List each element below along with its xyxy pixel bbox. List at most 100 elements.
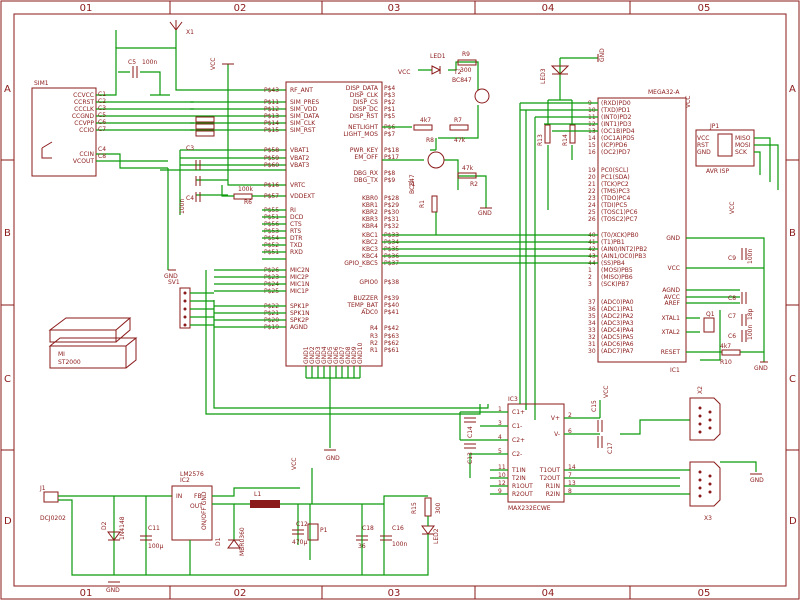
gsm-pin-name: DISP_DC — [352, 106, 378, 113]
mcu-pin-name: (ADC2)PA2 — [601, 313, 634, 320]
max232-pin-name: R2IN — [546, 491, 560, 498]
mcu-pin-number: 2 — [588, 274, 592, 281]
vbat-caps: C3 C4 100n — [179, 145, 286, 215]
max232-pin-number: 5 — [498, 448, 502, 455]
col-label: 03 — [388, 3, 401, 14]
max232-pin-number: 8 — [568, 488, 572, 495]
svg-text:ST2000: ST2000 — [58, 359, 81, 366]
mcu-pin-name: (T1)PB1 — [601, 239, 625, 246]
svg-text:100n: 100n — [747, 249, 754, 264]
capacitor-c5: C5 100n — [128, 59, 157, 78]
svg-text:T2: T2 — [453, 69, 462, 76]
svg-text:B: B — [4, 228, 11, 239]
svg-text:VCC: VCC — [729, 202, 736, 214]
gsm-pin-name: SPK1P — [290, 303, 309, 310]
resistor-array-r4-r5 — [195, 116, 215, 137]
gsm-pin-number: P$14 — [264, 120, 279, 127]
svg-text:18p: 18p — [747, 308, 754, 320]
svg-text:B: B — [789, 228, 796, 239]
mcu-pin-number: 14 — [588, 135, 596, 142]
gsm-pin-name: DISP_CS — [353, 99, 378, 106]
svg-text:X1: X1 — [186, 29, 194, 36]
svg-text:GND: GND — [326, 455, 340, 462]
mcu-pin-number: 34 — [588, 320, 596, 327]
mcu-pin-name: (ADC7)PA7 — [601, 348, 634, 355]
max232-pin-number: 7 — [568, 472, 572, 479]
svg-text:SV1: SV1 — [168, 279, 180, 286]
svg-text:D: D — [4, 516, 12, 527]
svg-text:GND: GND — [599, 48, 606, 62]
svg-text:IC3: IC3 — [508, 396, 518, 403]
gsm-pin-name: R4 — [370, 325, 378, 332]
svg-text:4k7: 4k7 — [420, 117, 431, 124]
svg-text:47k: 47k — [462, 165, 474, 172]
svg-text:GND: GND — [697, 149, 711, 156]
gsm-gnd-pin: GND10 — [357, 342, 364, 364]
gsm-pin-name: SIM_PRES — [290, 99, 319, 106]
gsm-pin-number: P$42 — [384, 325, 399, 332]
gsm-pin-number: P$16 — [264, 182, 279, 189]
max232-pin-name: R1OUT — [512, 483, 533, 490]
sim-side-labels: C1 C2 C3 C5 C6 C7 C4 C8 — [98, 91, 106, 160]
svg-text:VCC: VCC — [685, 96, 692, 108]
max232-caps: C14 C13 C15 C17 VCC — [464, 386, 614, 464]
mcu-pin-name: (INT1)PD3 — [601, 121, 632, 128]
mcu-power-label: RESET — [661, 349, 681, 356]
svg-text:R6: R6 — [244, 199, 252, 206]
svg-text:03: 03 — [388, 588, 401, 599]
svg-text:ON/OFF GND: ON/OFF GND — [201, 491, 208, 530]
gsm-pin-name: BUZZER — [353, 295, 378, 302]
mcu-pin-name: (OC2)PD7 — [601, 149, 631, 156]
svg-text:GND: GND — [750, 477, 764, 484]
svg-text:C3: C3 — [186, 145, 194, 152]
mcu-pin-name: (TOSC2)PC7 — [601, 216, 638, 223]
mcu-pin-number: 19 — [588, 167, 596, 174]
mcu-pin-name: PC0(SCL) — [601, 167, 629, 174]
svg-text:100n: 100n — [179, 199, 186, 214]
max232-pin-number: 1 — [498, 406, 502, 413]
sim-pin-label: CCGND — [72, 113, 95, 120]
mcu-pin-name: (ADC0)PA0 — [601, 299, 634, 306]
max232-pin-name: T2OUT — [539, 475, 561, 482]
gsm-pin-number: P$29 — [384, 202, 399, 209]
gsm-pin-name: SIM_VDD — [290, 106, 317, 113]
svg-text:LED3: LED3 — [540, 68, 547, 84]
svg-text:1N4148: 1N4148 — [119, 516, 126, 540]
svg-text:MEGA32-A: MEGA32-A — [648, 89, 680, 96]
mcu-pin-name: PC1(SDA) — [601, 174, 630, 181]
isp-connector: JP1 AVR ISP VCC RST GND MISO MOSI SCK — [695, 123, 779, 190]
svg-text:AVR ISP: AVR ISP — [706, 168, 729, 175]
gsm-pin-name: KBR3 — [362, 216, 378, 223]
gsm-pin-name: RI — [290, 207, 296, 214]
svg-text:X2: X2 — [697, 386, 704, 394]
gsm-pin-name: NETLIGHT — [348, 124, 378, 131]
svg-text:IC1: IC1 — [670, 367, 680, 374]
mcu-wires — [382, 102, 765, 420]
svg-text:C5: C5 — [98, 112, 106, 119]
mcu-pin-name: (TDI)PC5 — [601, 202, 628, 209]
gsm-pin-number: P$38 — [384, 279, 399, 286]
mcu-pin-name: (TDO)PC4 — [601, 195, 630, 202]
mcu-pin-number: 20 — [588, 174, 596, 181]
gsm-pin-number: P$1 — [384, 106, 395, 113]
gsm-pin-number: P$4 — [384, 85, 395, 92]
mcu-pin-name: (ADC4)PA4 — [601, 327, 634, 334]
svg-text:C6: C6 — [728, 333, 736, 340]
max232-pin-name: V- — [554, 431, 560, 438]
svg-text:R9: R9 — [462, 51, 470, 58]
mcu-pin-number: 1 — [588, 267, 592, 274]
max232-wires — [459, 400, 690, 495]
svg-text:BC847: BC847 — [409, 174, 416, 194]
capacitor-c16: C16 100n — [380, 525, 407, 548]
gsm-pin-number: P$5 — [384, 113, 395, 120]
sim-pin-label: CCVPP — [74, 120, 94, 127]
mcu-pin-number: 25 — [588, 209, 596, 216]
svg-text:VCC: VCC — [398, 69, 410, 76]
mcu-pin-name: (AIN0/INT2)PB2 — [601, 246, 647, 253]
svg-text:SCK: SCK — [735, 149, 748, 156]
svg-text:VCC: VCC — [603, 386, 610, 398]
mcu-pin-number: 31 — [588, 341, 596, 348]
mcu-pin-name: (ADC5)PA5 — [601, 334, 634, 341]
sim-pin-label: CCIN — [79, 151, 94, 158]
gsm-pin-number: P$41 — [384, 309, 399, 316]
